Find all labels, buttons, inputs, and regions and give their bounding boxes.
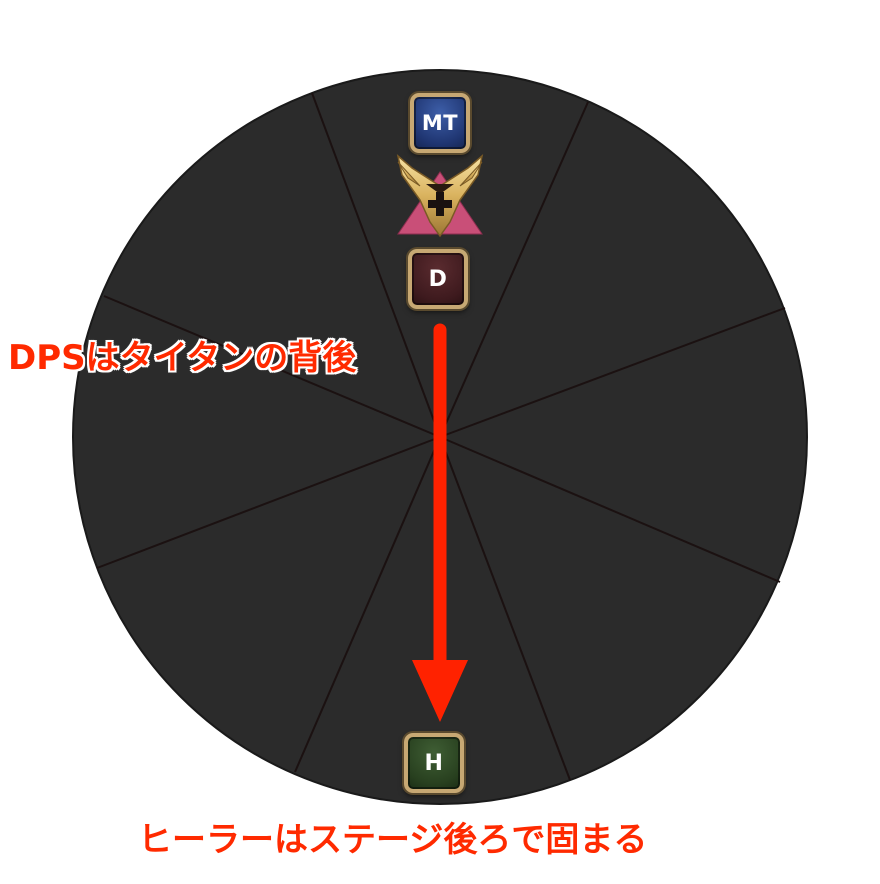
healer-caption: ヒーラーはステージ後ろで固まる — [138, 820, 648, 860]
healer-marker-label: H — [424, 750, 444, 776]
dps-caption: DPSはタイタンの背後 — [8, 338, 357, 378]
tank-marker-label: MT — [421, 111, 459, 135]
tank-marker-mt: MT — [410, 93, 470, 153]
dps-marker-label: D — [428, 266, 448, 292]
movement-arrow — [412, 323, 468, 722]
dps-marker: D — [408, 249, 468, 309]
arena-divider-lines — [96, 92, 786, 781]
titan-emblem-icon — [396, 153, 484, 238]
healer-marker: H — [404, 733, 464, 793]
